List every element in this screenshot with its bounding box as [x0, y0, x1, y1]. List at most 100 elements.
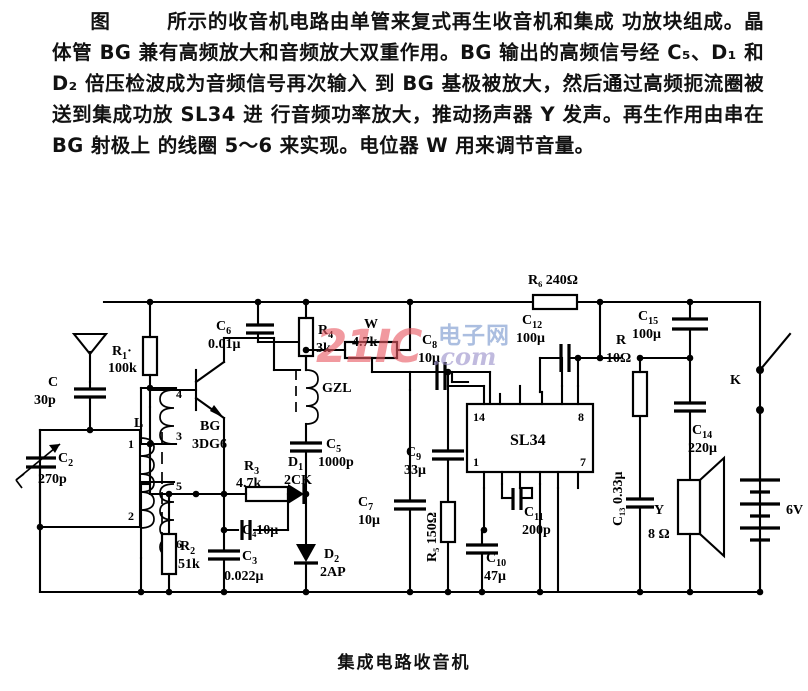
capacitor-c6: [246, 300, 308, 344]
label-d1-value: 2CK: [284, 473, 312, 488]
label-c14-ref: C14: [692, 423, 712, 441]
desc-line3: 输出的高频信号经 C₅、D₁ 和 D₂ 倍压检波成为音频信号再次输入: [52, 41, 764, 95]
label-c8-value: 10μ: [418, 351, 440, 366]
potentiometer-w: [304, 300, 412, 392]
desc-line2: 功放块组成。晶体管 BG 兼有高频放大和音频放大双重作用。BG: [52, 10, 764, 64]
capacitor-c3: [208, 528, 240, 594]
label-d2-value: 2AP: [320, 565, 346, 580]
label-r2-ref: R2: [180, 539, 195, 557]
resistor-r7: [631, 356, 649, 500]
capacitor-c14: [674, 356, 706, 480]
desc-line4: 到 BG 基极被放大，然后通过高频扼流圈被送到集成功放 SL34 进: [52, 72, 764, 126]
coil-tap-6: 6: [176, 537, 182, 551]
label-speaker-ref: Y: [654, 503, 664, 518]
label-c4: C₄10μ: [242, 523, 278, 538]
label-c5-value: 1000p: [318, 455, 354, 470]
coil-secondary-34: [139, 386, 176, 446]
ic-part-number: SL34: [510, 432, 546, 449]
label-c8-ref: C8: [422, 333, 437, 351]
battery-6v: [740, 478, 780, 594]
label-r3-ref: R3: [244, 459, 259, 477]
desc-line6: 的线圈 5～6 来实现。电位器 W 用来调节音量。: [157, 134, 595, 157]
label-r3-value: 4.7k: [236, 476, 262, 491]
label-c6-value: 0.01μ: [208, 337, 241, 352]
label-c11-ref: C11: [524, 505, 544, 523]
label-w-ref: W: [364, 317, 378, 332]
label-c1-ref: C: [48, 375, 58, 390]
label-r6: R₆ 240Ω: [528, 273, 578, 288]
description-paragraph: 图 所示的收音机电路由单管来复式再生收音机和集成 功放块组成。晶体管 BG 兼有高…: [52, 6, 764, 161]
label-c12-value: 100μ: [516, 331, 545, 346]
resistor-r6: [531, 293, 579, 311]
label-c15-value: 100μ: [632, 327, 661, 342]
label-r5: R₅ 150Ω: [425, 512, 440, 562]
label-switch-k: K: [730, 373, 741, 388]
resistor-r4: [297, 300, 315, 372]
variable-capacitor-c2: [15, 428, 61, 529]
label-c11-value: 200p: [522, 523, 551, 538]
speaker-y: [676, 455, 726, 594]
coil-tap-5: 5: [176, 479, 182, 493]
transistor-bg: [148, 336, 226, 496]
desc-fig-word: 图: [90, 10, 111, 33]
label-c9-ref: C9: [406, 445, 421, 463]
label-r4-value: 3k: [316, 341, 331, 356]
label-d1-ref: D1: [288, 455, 303, 473]
label-c10-ref: C10: [486, 551, 506, 569]
figure-caption: 集成电路收音机: [337, 653, 471, 673]
label-c3-value: 0.022μ: [224, 569, 264, 584]
ic-pin-7: 7: [580, 455, 586, 469]
label-c2-ref: C2: [58, 451, 73, 469]
label-r7-ref: R: [616, 333, 627, 348]
label-battery-value: 6V: [786, 503, 803, 518]
label-c7-value: 10μ: [358, 513, 380, 528]
label-c6-ref: C6: [216, 319, 231, 337]
label-r4-ref: R4: [318, 323, 333, 341]
circuit-schematic: C 30p C2 270p 1 2: [0, 262, 808, 632]
desc-line1: 所示的收音机电路由单管来复式再生收音机和集成: [166, 10, 615, 33]
label-c3-ref: C3: [242, 549, 257, 567]
label-c1-value: 30p: [34, 393, 56, 408]
label-r1-ref: R1·: [112, 344, 132, 362]
label-c15-ref: C15: [638, 309, 658, 327]
label-c5-ref: C5: [326, 437, 341, 455]
capacitor-c8: [408, 362, 492, 406]
label-gzl: GZL: [322, 381, 352, 396]
label-c2-value: 270p: [38, 472, 67, 487]
capacitor-c5: [290, 441, 322, 496]
desc-line5: 行音频功率放大，推动扬声器 Y 发声。再生作用由串在 BG 射极上: [52, 103, 764, 157]
diode-d2: [294, 492, 318, 594]
coil-tap-1: 1: [128, 437, 134, 451]
antenna-symbol: [71, 332, 109, 384]
label-speaker-value: 8 Ω: [648, 527, 670, 542]
resistor-r1: [141, 300, 159, 409]
label-d2-ref: D2: [324, 547, 339, 565]
coil-tap-3: 3: [176, 429, 182, 443]
label-w-value: 4.7k: [352, 335, 378, 350]
label-c10-value: 47μ: [484, 569, 506, 584]
coil-tap-2: 2: [128, 509, 134, 523]
label-r1-value: 100k: [108, 361, 137, 376]
label-bg-ref: BG: [200, 419, 220, 434]
ic-pin-1: 1: [473, 455, 479, 469]
label-c9-value: 33μ: [404, 463, 426, 478]
label-bg-model: 3DG6: [192, 437, 227, 452]
capacitor-c11: [500, 482, 534, 510]
label-c7-ref: C7: [358, 495, 373, 513]
resistor-r2: [160, 492, 178, 594]
coil-tap-4: 4: [176, 387, 182, 401]
ic-pin-14: 14: [473, 410, 485, 424]
resistor-r5: [439, 500, 457, 544]
label-c13: C₁₃ 0.33μ: [611, 471, 626, 526]
ic-sl34: [465, 384, 595, 490]
ic-pin-8: 8: [578, 410, 584, 424]
capacitor-c12: [538, 300, 602, 394]
capacitor-c7: [394, 388, 426, 594]
label-c12-ref: C12: [522, 313, 542, 331]
capacitor-c13: [626, 497, 654, 594]
label-coil-ref: L: [134, 416, 143, 431]
switch-k[interactable]: [756, 332, 792, 480]
label-r2-value: 51k: [178, 557, 200, 572]
label-r7-value: 10Ω: [606, 351, 631, 366]
